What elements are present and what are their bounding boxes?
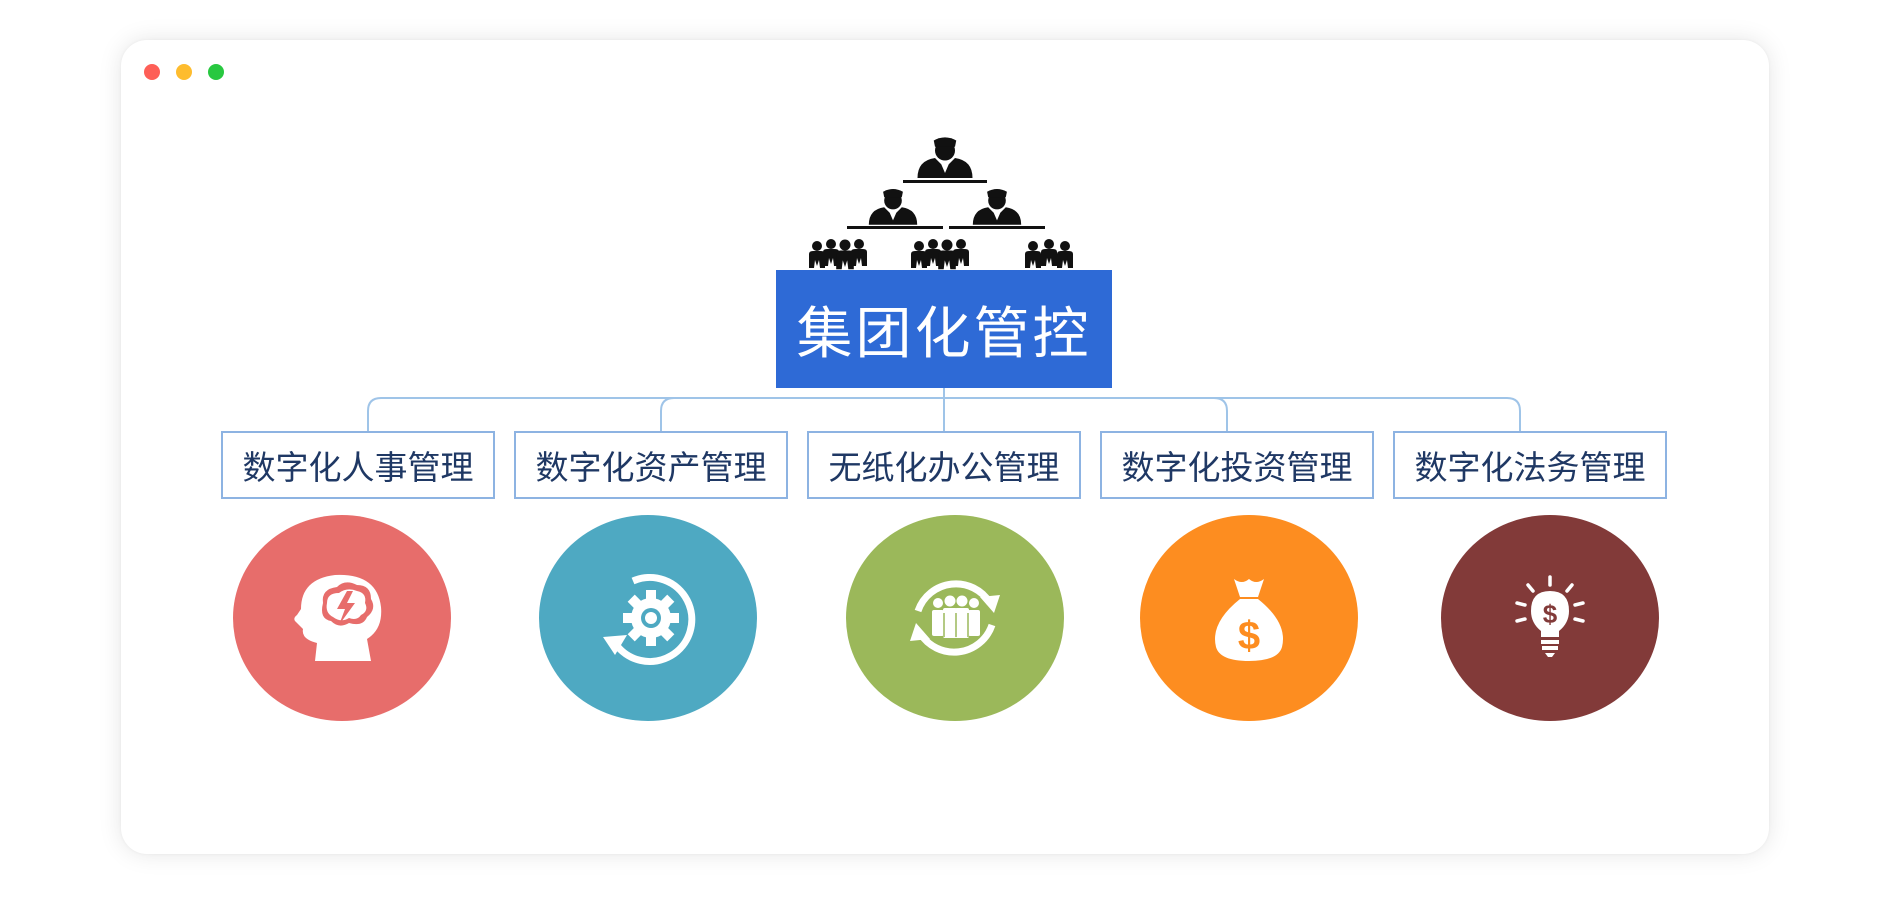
- lightbulb-dollar-icon: $: [1515, 575, 1585, 657]
- category-box-hr: 数字化人事管理: [221, 431, 495, 499]
- circle-office: [846, 515, 1064, 721]
- connector-lines: [367, 388, 1521, 431]
- svg-text:$: $: [1543, 599, 1558, 629]
- money-bag-icon: $: [1215, 579, 1283, 661]
- connector-branch-4: [1213, 397, 1228, 431]
- category-label-office: 无纸化办公管理: [828, 448, 1060, 487]
- circle-asset: [539, 515, 757, 721]
- org-hierarchy-icon: [809, 137, 1073, 270]
- gear-cycle-icon: [603, 574, 696, 665]
- category-box-asset: 数字化资产管理: [514, 431, 788, 499]
- team-cycle-icon: [910, 580, 1000, 656]
- brain-lightning-icon: [294, 574, 382, 661]
- category-label-legal: 数字化法务管理: [1414, 448, 1646, 487]
- category-box-investment: 数字化投资管理: [1100, 431, 1374, 499]
- window-maximize-button[interactable]: [208, 64, 224, 80]
- title-box: 集团化管控: [776, 270, 1112, 388]
- circle-investment: $: [1140, 515, 1358, 721]
- category-box-legal: 数字化法务管理: [1393, 431, 1667, 499]
- category-box-office: 无纸化办公管理: [807, 431, 1081, 499]
- diagram-title: 集团化管控: [796, 301, 1092, 367]
- category-label-asset: 数字化资产管理: [535, 448, 767, 487]
- window-minimize-button[interactable]: [176, 64, 192, 80]
- category-label-hr: 数字化人事管理: [242, 448, 474, 487]
- circle-hr: [233, 515, 451, 721]
- circle-legal: $: [1441, 515, 1659, 721]
- svg-text:$: $: [1238, 614, 1260, 658]
- window-close-button[interactable]: [144, 64, 160, 80]
- app-window: 集团化管控 数字化人事管理 数字化资产管理 无纸化办公管理 数字化投资管理 数字…: [121, 40, 1769, 854]
- category-label-investment: 数字化投资管理: [1121, 448, 1353, 487]
- connector-branch-2: [660, 397, 675, 431]
- connector-bar: [367, 397, 1521, 431]
